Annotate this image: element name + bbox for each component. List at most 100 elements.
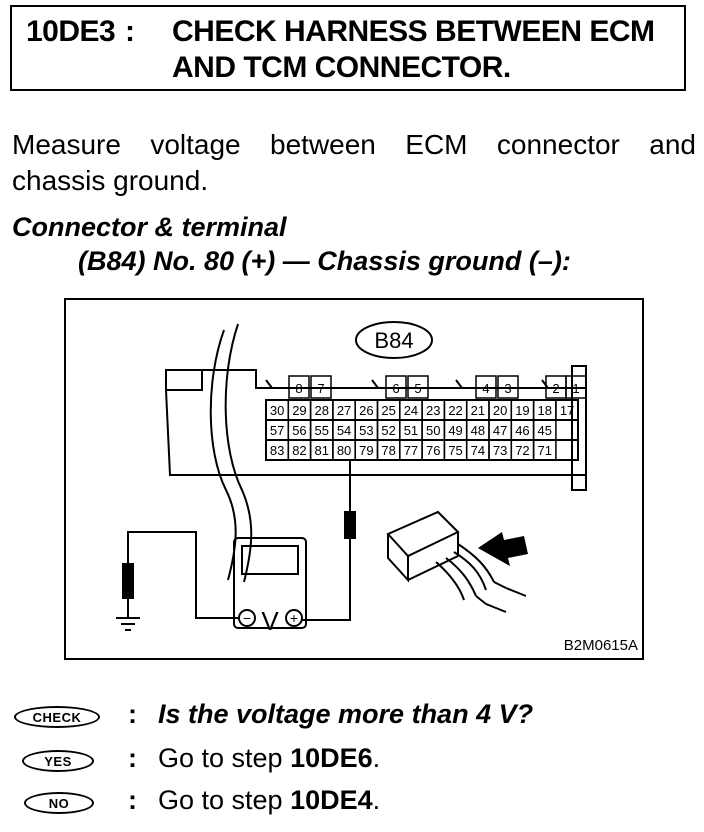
terminal-label: 21 — [471, 403, 485, 418]
terminal-label: 54 — [337, 423, 351, 438]
yes-prefix: Go to step — [158, 743, 291, 773]
top-pin-label: 5 — [414, 381, 421, 396]
terminal-label: 27 — [337, 403, 351, 418]
connector-body-outline — [202, 369, 586, 389]
terminal-label: 47 — [493, 423, 507, 438]
connector-sketch — [386, 510, 460, 558]
yes-action: Go to step 10DE6. — [158, 743, 380, 774]
top-pin-label: 1 — [572, 381, 579, 396]
top-pin-label: 3 — [504, 381, 511, 396]
no-colon: : — [128, 785, 137, 815]
terminal-label: 55 — [315, 423, 329, 438]
yes-pill: YES — [22, 750, 94, 772]
terminal-label: 18 — [538, 403, 552, 418]
terminal-label: 81 — [315, 443, 329, 458]
harness-break-line — [209, 329, 237, 581]
terminal-label: 71 — [538, 443, 552, 458]
arrow-icon — [478, 532, 528, 566]
terminal-label: 30 — [270, 403, 284, 418]
yes-suffix: . — [372, 743, 381, 773]
instruction-word: between — [270, 129, 376, 160]
terminal-cell — [497, 375, 519, 399]
yes-step: 10DE6 — [290, 743, 373, 773]
connector-label: B84 — [374, 328, 413, 353]
terminal-cell — [288, 375, 310, 399]
terminal-label: 26 — [359, 403, 373, 418]
terminal-label: 82 — [292, 443, 306, 458]
terminal-label: 24 — [404, 403, 418, 418]
instruction-line2: chassis ground. — [12, 165, 209, 196]
terminal-label: 19 — [515, 403, 529, 418]
top-pin-label: 2 — [552, 381, 559, 396]
step-colon: : — [125, 15, 135, 48]
terminal-label: 79 — [359, 443, 373, 458]
meter-plus-label: + — [290, 610, 298, 626]
terminal-cell — [565, 375, 587, 399]
no-step: 10DE4 — [290, 785, 373, 815]
terminal-cell — [532, 439, 557, 461]
plus-probe — [344, 511, 356, 539]
terminal-label: 57 — [270, 423, 284, 438]
terminal-label: 51 — [404, 423, 418, 438]
top-pin-label: 8 — [295, 381, 302, 396]
terminal-cell — [555, 399, 579, 421]
terminal-label: 23 — [426, 403, 440, 418]
terminal-label: 83 — [270, 443, 284, 458]
connector-latch — [165, 369, 203, 391]
terminal-label: 73 — [493, 443, 507, 458]
instruction-word: ECM — [405, 129, 468, 160]
instruction-text: Measure voltage between ECM connector an… — [12, 127, 696, 199]
terminal-label: 17 — [560, 403, 574, 418]
figure-code: B2M0615A — [563, 637, 638, 654]
terminal-label: 72 — [515, 443, 529, 458]
terminal-label: 46 — [515, 423, 529, 438]
connector-terminal-heading: Connector & terminal — [12, 212, 287, 242]
minus-lead — [127, 531, 239, 619]
meter-minus-label: − — [243, 610, 251, 626]
terminal-label: 22 — [448, 403, 462, 418]
connector-right-tab — [571, 365, 587, 491]
instruction-word: Measure — [12, 129, 121, 160]
terminal-cell — [475, 375, 497, 399]
voltmeter-body — [233, 537, 307, 629]
step-header-box: 10DE3 : CHECK HARNESS BETWEEN ECM AND TC… — [10, 5, 686, 91]
step-id: 10DE3 — [26, 15, 116, 48]
terminal-label: 56 — [292, 423, 306, 438]
no-pill: NO — [24, 792, 94, 814]
terminal-cell — [385, 375, 407, 399]
no-prefix: Go to step — [158, 785, 291, 815]
no-action: Go to step 10DE4. — [158, 785, 380, 816]
instruction-line1: Measure voltage between ECM connector an… — [12, 127, 696, 163]
terminal-label: 74 — [471, 443, 485, 458]
step-title-line2: AND TCM CONNECTOR. — [172, 51, 511, 84]
step-title-line1: CHECK HARNESS BETWEEN ECM — [172, 15, 655, 48]
terminal-cell — [310, 375, 332, 399]
terminal-label: 76 — [426, 443, 440, 458]
top-pin-label: 4 — [482, 381, 489, 396]
no-suffix: . — [372, 785, 381, 815]
terminal-label: 52 — [381, 423, 395, 438]
terminal-label: 49 — [448, 423, 462, 438]
instruction-word: and — [649, 129, 696, 160]
meter-plus-terminal — [285, 609, 303, 627]
terminal-label: 53 — [359, 423, 373, 438]
voltmeter-display — [241, 545, 299, 575]
instruction-word: connector — [496, 129, 620, 160]
connector-label-oval — [355, 321, 433, 359]
terminal-label: 77 — [404, 443, 418, 458]
harness-break-line — [224, 323, 253, 583]
check-pill: CHECK — [14, 706, 100, 728]
terminal-cell — [407, 375, 429, 399]
terminal-label: 75 — [448, 443, 462, 458]
terminal-label: 78 — [381, 443, 395, 458]
terminal-label: 28 — [315, 403, 329, 418]
terminal-label: 20 — [493, 403, 507, 418]
meter-symbol: V — [261, 606, 279, 636]
terminal-label: 29 — [292, 403, 306, 418]
check-question: Is the voltage more than 4 V? — [158, 699, 534, 729]
minus-probe — [122, 563, 134, 599]
terminal-label: 50 — [426, 423, 440, 438]
terminal-label: 25 — [381, 403, 395, 418]
